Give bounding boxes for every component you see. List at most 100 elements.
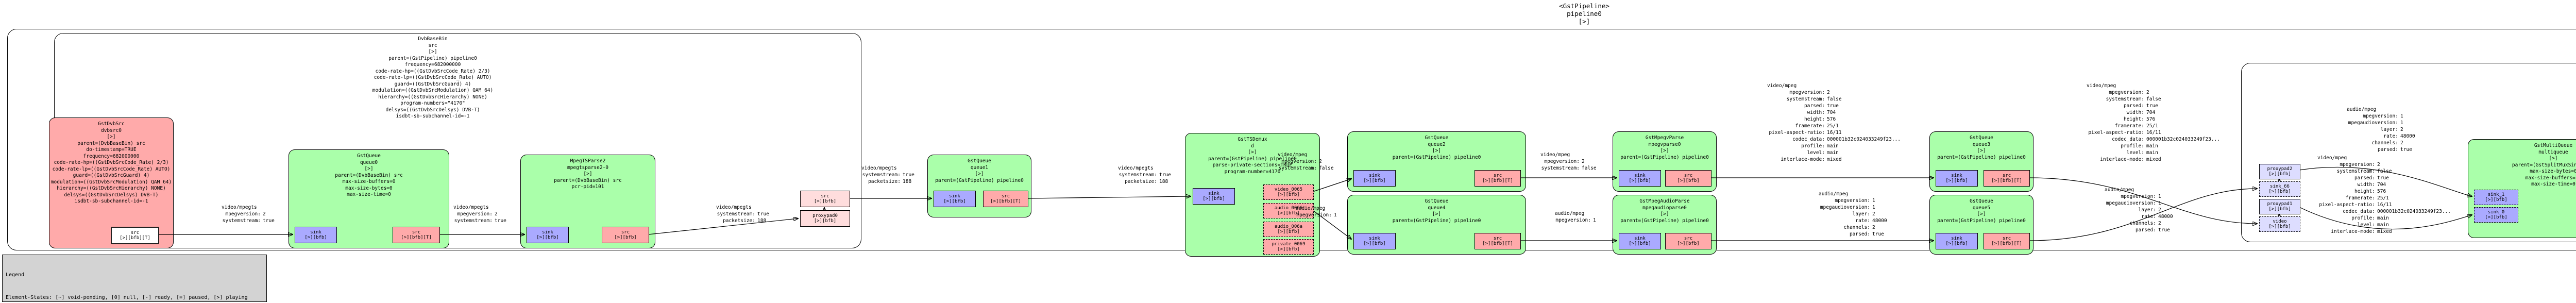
pad-name: private_0069 — [1272, 241, 1306, 247]
cluster-splitmuxsink — [2241, 63, 2576, 242]
caps-key: mpegversion: — [2121, 194, 2156, 199]
cluster-label-line: code-rate-lp=((GstDvbSrcCode_Rate) AUTO) — [374, 75, 492, 80]
caps-value: 188 — [1159, 179, 1168, 184]
element-label-line: do-timestamp=TRUE — [86, 147, 137, 153]
pad-name: proxypad2 — [2267, 166, 2293, 172]
pad-flags: [>][bfb] — [1277, 247, 1300, 252]
caps-line: pixel-aspect-ratio:16/11 — [1767, 129, 1902, 136]
caps-value: false — [2146, 96, 2161, 102]
caps-line: audio/mpeg — [2105, 187, 2182, 193]
caps-value: 1 — [2400, 113, 2403, 119]
caps-line: parsed:true — [2087, 103, 2222, 109]
caps-key: mpegaudioversion: — [2106, 200, 2156, 206]
caps-line: channels:2 — [2105, 220, 2182, 227]
pad-name: src — [821, 193, 829, 199]
caps-line: rate:48000 — [2347, 133, 2424, 140]
caps-key: mpegversion: — [1555, 217, 1591, 223]
edge-line — [2299, 166, 2472, 196]
caps-key: mpegaudioversion: — [2348, 120, 2398, 126]
pad-src: src[>][bfb] — [800, 191, 850, 207]
caps-value: true — [757, 211, 769, 217]
pipeline-name: pipeline0 — [1567, 10, 1602, 18]
caps-value: 704 — [1827, 110, 1836, 115]
caps-line: systemstream:false — [2317, 168, 2452, 175]
pad-name: sink — [1369, 235, 1380, 241]
caps-line: mpegversion:2 — [1540, 158, 1601, 165]
caps-key: framerate: — [1795, 123, 1825, 129]
element-label-line: GstQueue — [1425, 198, 1449, 204]
caps-value: 000001b32c024033249f23... — [2146, 137, 2220, 142]
caps-key: video/mpegts — [222, 205, 257, 210]
element-label-line: max-size-bytes=0 — [2530, 169, 2576, 174]
caps-key: parsed: — [2354, 175, 2375, 181]
caps-line: video/mpegts — [222, 204, 279, 211]
pad-src: src[>][bfb][T] — [1475, 233, 1521, 249]
caps-key: video/mpeg — [2317, 155, 2347, 161]
pad-audio_0066: audio_0066[>][bfb] — [1263, 203, 1314, 218]
caps-key: systemstream: — [1278, 165, 1317, 171]
caps-key: mpegversion: — [1789, 90, 1825, 95]
pad-flags: [>][bfb] — [1277, 229, 1300, 234]
caps-line: mpegversion:2 — [453, 211, 511, 217]
caps-key: layer: — [2380, 127, 2398, 132]
caps-line: mpegversion:1 — [1296, 212, 1345, 218]
element-label-line: queue2 — [1428, 141, 1446, 147]
caps-line: systemstream:false — [1767, 96, 1902, 103]
element-label-line: parent=(DvbBaseBin) src — [77, 140, 145, 146]
element-label-line: parent=(GstPipeline) pipeline0 — [1937, 217, 2026, 224]
caps-value: 1 — [1872, 205, 1875, 210]
element-label-line: frequency=682000000 — [83, 153, 140, 159]
caps-line: profile:main — [2087, 143, 2222, 149]
caps-key: systemstream: — [862, 172, 901, 178]
element-label-line: [>] — [583, 171, 592, 177]
pad-proxypad0: proxypad0[>][bfb] — [800, 210, 850, 227]
pad-video: video[>][bfb] — [2259, 216, 2300, 232]
pad-name: sink — [1951, 173, 1962, 178]
caps-value: 2 — [2400, 140, 2403, 146]
element-label-line: GstTSDemux — [1238, 137, 1267, 142]
caps-value: false — [2377, 169, 2392, 174]
caps-value: mixed — [2377, 229, 2392, 234]
caps-key: video/mpeg — [1278, 152, 1308, 158]
pad-name: sink — [1369, 173, 1380, 178]
pad-name: sink — [1208, 191, 1219, 196]
caps-line: systemstream:true — [861, 172, 919, 178]
pad-name: sink — [949, 193, 960, 199]
element-label-line: GstQueue — [1425, 135, 1449, 141]
pad-src: src[>][bfb] — [1665, 170, 1711, 187]
caps-key: height: — [2354, 189, 2375, 194]
pad-name: src — [130, 230, 140, 235]
element-label-line: parent=(GstPipeline) pipeline0 — [1392, 217, 1481, 224]
pad-name: src — [412, 229, 421, 235]
element-label-line: parent=(GstPipeline) pipeline0 — [1620, 154, 1709, 160]
cluster-label-line: guard=((GstDvbSrcGuard) 4) — [394, 81, 471, 87]
caps-line: parsed:true — [1819, 231, 1896, 238]
caps-line: video/mpegts — [453, 204, 511, 211]
caps-value: true — [495, 218, 506, 224]
caps-key: audio/mpeg — [2105, 187, 2134, 193]
pipeline-type: <GstPipeline> — [1559, 2, 1609, 10]
caps-key: audio/mpeg — [1296, 206, 1326, 211]
element-label-line: guard=((GstDvbSrcGuard) 4) — [73, 173, 150, 178]
caps-value: mixed — [1827, 157, 1842, 162]
edge-line — [2028, 189, 2257, 241]
caps-line: systemstream:true — [453, 217, 511, 224]
caps-value: 2 — [2158, 221, 2161, 226]
caps-key: channels: — [1843, 225, 1870, 230]
caps-line: level:main — [1767, 149, 1902, 156]
caps-key: profile: — [1801, 143, 1825, 149]
element-label-line: parent=(DvbBaseBin) src — [554, 177, 622, 183]
caps-key: video/mpeg — [1540, 152, 1570, 158]
caps-line: mpegversion:2 — [1278, 158, 1338, 165]
caps-key: mpegaudioversion: — [1820, 205, 1870, 210]
element-label-line: GstDvbSrc — [98, 121, 125, 127]
